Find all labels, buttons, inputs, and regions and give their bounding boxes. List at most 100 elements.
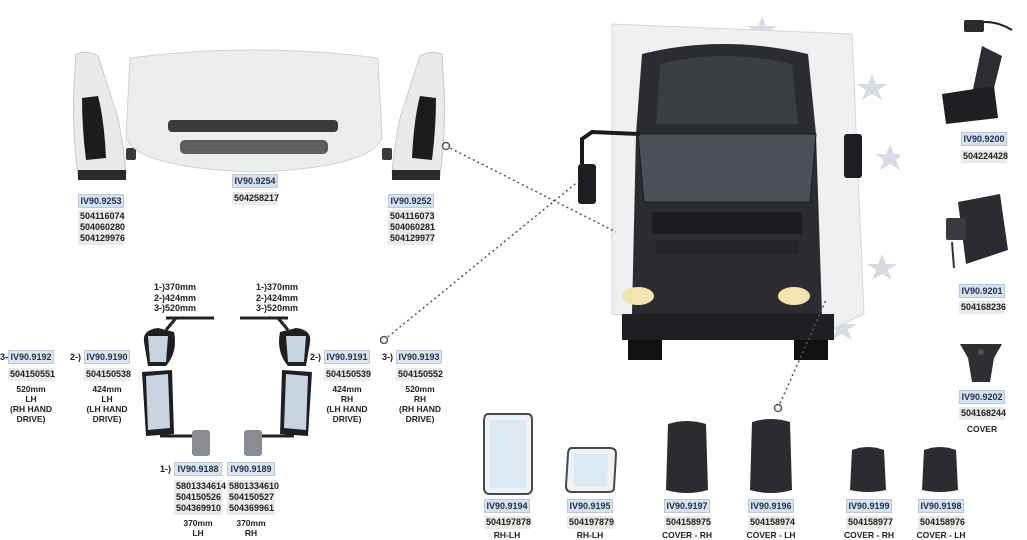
part-code-lh-370: IV90.9188 bbox=[174, 462, 222, 476]
truck-image bbox=[578, 16, 900, 360]
assembly-side: LH bbox=[25, 394, 37, 404]
assembly-drive: (LH HAND DRIVE) bbox=[326, 404, 368, 424]
part-code-bottom-4: IV90.9196 bbox=[748, 499, 794, 513]
assembly-size: 424mm bbox=[92, 384, 122, 394]
cover-lh-small-image bbox=[922, 447, 958, 492]
part-code-top-right-mirror: IV90.9200 bbox=[961, 132, 1007, 146]
assembly-side: RH bbox=[244, 528, 258, 538]
part-number: 504129977 bbox=[390, 233, 436, 243]
part-numbers-lh-424: 504150538 bbox=[84, 368, 132, 381]
mirror-cover-label: COVER bbox=[966, 424, 998, 434]
mirror-glass-large-image bbox=[483, 413, 533, 495]
mirror-glass-small-image bbox=[564, 447, 618, 493]
assembly-details-rh-520: 520mm RH (RH HAND DRIVE) bbox=[386, 384, 454, 424]
assembly-prefix: 2-) bbox=[70, 352, 81, 362]
assembly-drive: (RH HAND DRIVE) bbox=[398, 404, 442, 424]
part-number: 504369961 bbox=[229, 503, 275, 513]
part-number-bottom-5: 504158977 bbox=[846, 516, 894, 529]
left-side-panel-image bbox=[73, 51, 136, 180]
part-label-bottom-3: COVER - RH bbox=[661, 530, 713, 540]
arm-dimension: 2-)424mm bbox=[154, 292, 197, 303]
assembly-details-lh-424: 424mm LH (LH HAND DRIVE) bbox=[74, 384, 140, 424]
assembly-size: 370mm bbox=[236, 518, 266, 528]
assembly-drive: (LH HAND DRIVE) bbox=[86, 404, 128, 424]
arm-dimension: 2-)424mm bbox=[256, 292, 299, 303]
right-mirror-assembly-image bbox=[240, 316, 312, 456]
assembly-drive: (RH HAND DRIVE) bbox=[9, 404, 53, 424]
part-label-bottom-4: COVER - LH bbox=[746, 530, 796, 540]
part-number: 504129976 bbox=[80, 233, 126, 243]
center-grille-image bbox=[125, 49, 383, 173]
part-number-bottom-6: 504158976 bbox=[918, 516, 966, 529]
assembly-side: RH bbox=[413, 394, 427, 404]
assembly-details-lh-370: 370mm LH bbox=[174, 518, 222, 538]
part-number-bottom-4: 504158974 bbox=[748, 516, 796, 529]
arm-dimension: 1-)370mm bbox=[154, 282, 197, 292]
part-code-lh-520: IV90.9192 bbox=[8, 350, 54, 364]
part-code-mirror-cover: IV90.9202 bbox=[959, 390, 1005, 404]
part-numbers-mirror-cover: 504168244 bbox=[959, 407, 1007, 420]
part-numbers-right-panel: 504116073 504060281 504129977 bbox=[388, 210, 436, 245]
part-code-left-panel: IV90.9253 bbox=[78, 194, 124, 208]
part-code-bottom-6: IV90.9198 bbox=[918, 499, 964, 513]
part-number: 504060281 bbox=[390, 222, 436, 232]
part-code-bottom-2: IV90.9195 bbox=[567, 499, 613, 513]
part-number: 504150552 bbox=[398, 369, 444, 379]
cover-rh-small-image bbox=[850, 447, 886, 492]
part-label-bottom-6: COVER - LH bbox=[916, 530, 966, 540]
assembly-size: 424mm bbox=[332, 384, 362, 394]
arm-dimensions-right: 1-)370mm 2-)424mm 3-)520mm bbox=[256, 282, 316, 314]
assembly-size: 370mm bbox=[183, 518, 213, 528]
part-numbers-rh-520: 504150552 bbox=[396, 368, 444, 381]
part-number: 5801334610 bbox=[229, 481, 280, 491]
part-number: 504150551 bbox=[10, 369, 56, 379]
assembly-prefix: 3-) bbox=[0, 352, 11, 362]
part-code-rh-424: IV90.9191 bbox=[324, 350, 370, 364]
part-number: 504150527 bbox=[229, 492, 275, 502]
part-number-bottom-2: 504197879 bbox=[567, 516, 615, 529]
part-code-bottom-1: IV90.9194 bbox=[484, 499, 530, 513]
part-number: 504060280 bbox=[80, 222, 126, 232]
part-label-bottom-2: RH-LH bbox=[576, 530, 604, 540]
arm-dimension: 1-)370mm bbox=[256, 282, 299, 292]
part-number-bottom-1: 504197878 bbox=[484, 516, 532, 529]
part-numbers-wide-angle-mirror: 504168236 bbox=[959, 301, 1006, 314]
assembly-details-lh-520: 520mm LH (RH HAND DRIVE) bbox=[0, 384, 62, 424]
assembly-details-rh-370: 370mm RH bbox=[227, 518, 275, 538]
part-code-rh-370: IV90.9189 bbox=[227, 462, 275, 476]
part-label-bottom-5: COVER - RH bbox=[843, 530, 895, 540]
assembly-details-rh-424: 424mm RH (LH HAND DRIVE) bbox=[314, 384, 380, 424]
part-code-rh-520: IV90.9193 bbox=[396, 350, 442, 364]
part-number: 504150526 bbox=[176, 492, 222, 502]
part-number: 504116074 bbox=[80, 211, 125, 221]
part-numbers-center-grille: 504258217 bbox=[232, 192, 279, 205]
left-mirror-assembly-image bbox=[142, 316, 214, 456]
part-number: 504369910 bbox=[176, 503, 222, 513]
assembly-size: 520mm bbox=[16, 384, 46, 394]
cover-rh-large-image bbox=[666, 421, 708, 493]
assembly-prefix: 3-) bbox=[382, 352, 393, 362]
assembly-size: 520mm bbox=[405, 384, 435, 394]
assembly-side: RH bbox=[340, 394, 354, 404]
wide-angle-mirror-image bbox=[946, 194, 1008, 269]
part-number: 504168244 bbox=[961, 408, 1007, 418]
part-number: 5801334614 bbox=[176, 481, 227, 491]
part-numbers-left-panel: 504116074 504060280 504129976 bbox=[78, 210, 126, 245]
part-number: 504150539 bbox=[326, 369, 372, 379]
part-number: 504224428 bbox=[963, 151, 1009, 161]
part-numbers-rh-424: 504150539 bbox=[324, 368, 372, 381]
part-numbers-lh-520: 504150551 bbox=[8, 368, 56, 381]
part-code-right-panel: IV90.9252 bbox=[388, 194, 434, 208]
arm-dimension: 3-)520mm bbox=[154, 303, 197, 313]
mirror-cover-image bbox=[960, 344, 1002, 382]
part-code-center-grille: IV90.9254 bbox=[232, 174, 278, 188]
assembly-side: LH bbox=[101, 394, 113, 404]
part-number: 504150538 bbox=[86, 369, 132, 379]
part-number-bottom-3: 504158975 bbox=[664, 516, 712, 529]
arm-dimensions-left: 1-)370mm 2-)424mm 3-)520mm bbox=[154, 282, 214, 314]
part-code-bottom-5: IV90.9199 bbox=[846, 499, 892, 513]
part-label-bottom-1: RH-LH bbox=[493, 530, 521, 540]
right-side-panel-image bbox=[382, 51, 445, 180]
assembly-side: LH bbox=[192, 528, 204, 538]
